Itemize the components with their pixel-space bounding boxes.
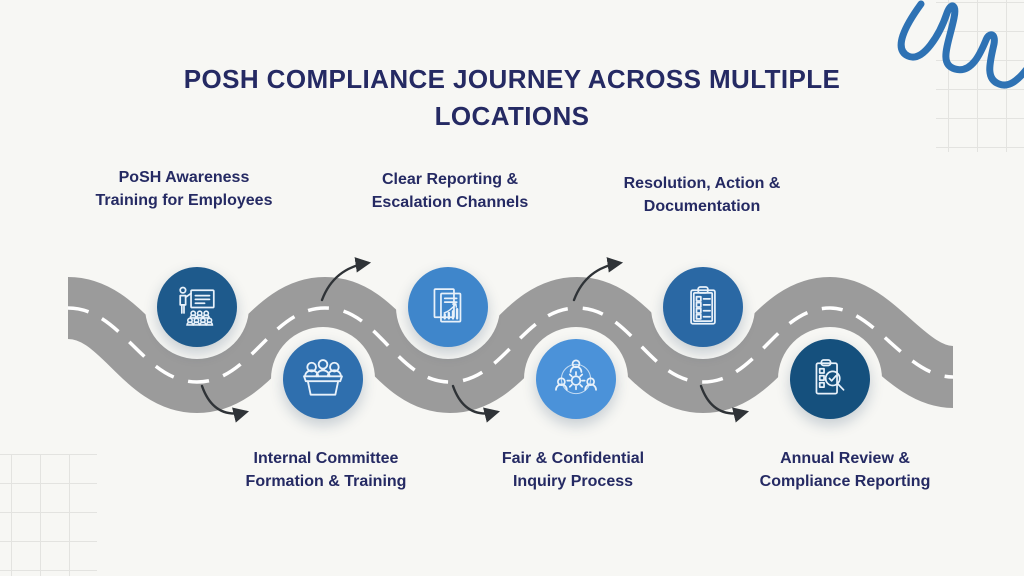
flow-arrow-4-icon bbox=[572, 257, 624, 302]
stage-2-label: Internal Committee Formation & Training bbox=[201, 447, 451, 493]
stage-2-circle bbox=[283, 339, 363, 419]
stage-6-label-line2: Compliance Reporting bbox=[759, 473, 931, 490]
stage-1-circle bbox=[157, 267, 237, 347]
stage-5-circle bbox=[663, 267, 743, 347]
people-process-gear-icon bbox=[555, 359, 597, 395]
road-centerline bbox=[67, 306, 954, 384]
stage-1-label: PoSH Awareness Training for Employees bbox=[59, 166, 309, 212]
stage-3-label: Clear Reporting & Escalation Channels bbox=[325, 168, 575, 214]
stage-2-label-line2: Formation & Training bbox=[245, 473, 407, 490]
stage-3-label-line2: Escalation Channels bbox=[371, 194, 529, 211]
report-chart-icon bbox=[433, 288, 462, 323]
stage-4-label-line2: Inquiry Process bbox=[512, 473, 634, 490]
flow-arrow-3-icon bbox=[451, 384, 501, 423]
audit-review-icon bbox=[815, 359, 845, 395]
flow-arrow-2-icon bbox=[320, 257, 372, 302]
stage-1-label-line1: PoSH Awareness bbox=[118, 169, 250, 186]
stage-4-label-line1: Fair & Confidential bbox=[501, 450, 645, 467]
stage-6-label: Annual Review & Compliance Reporting bbox=[720, 447, 970, 493]
stage-1-label-line2: Training for Employees bbox=[95, 192, 273, 209]
flow-arrow-1-icon bbox=[200, 384, 250, 423]
stage-5-label-line2: Documentation bbox=[643, 198, 761, 215]
stage-5-label-line1: Resolution, Action & bbox=[623, 175, 781, 192]
stage-6-circle bbox=[790, 339, 870, 419]
stage-3-label-line1: Clear Reporting & bbox=[381, 171, 518, 188]
squiggle-scribble-icon bbox=[897, 0, 1024, 89]
stage-6-label-line1: Annual Review & bbox=[780, 450, 910, 467]
stage-2-label-line1: Internal Committee bbox=[253, 450, 399, 467]
stage-5-label: Resolution, Action & Documentation bbox=[577, 172, 827, 218]
stage-4-circle bbox=[536, 339, 616, 419]
flow-arrows bbox=[200, 257, 750, 423]
page-title: POSH COMPLIANCE JOURNEY ACROSS MULTIPLE … bbox=[183, 64, 841, 132]
presentation-training-icon bbox=[179, 286, 215, 326]
stage-4-label: Fair & Confidential Inquiry Process bbox=[448, 447, 698, 493]
corner-grid-bottom-left bbox=[0, 454, 97, 576]
checklist-clipboard-icon bbox=[690, 286, 716, 325]
flow-arrow-5-icon bbox=[699, 384, 750, 423]
stage-3-circle bbox=[408, 267, 488, 347]
committee-panel-icon bbox=[303, 359, 343, 396]
